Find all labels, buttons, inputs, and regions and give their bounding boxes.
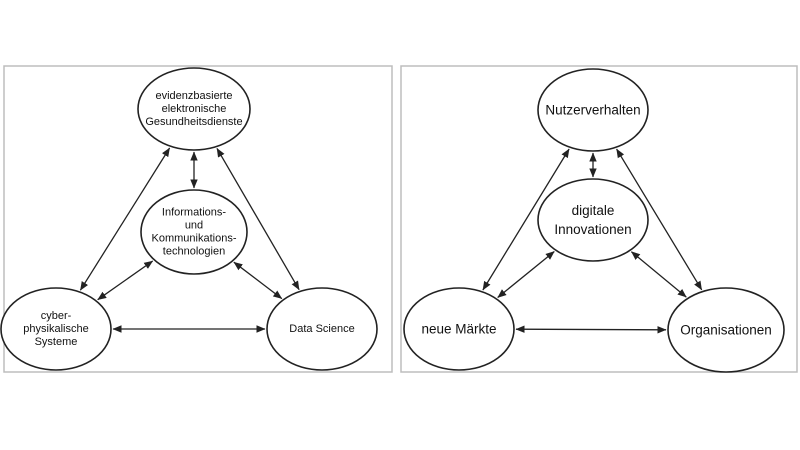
node-label-line: digitale — [572, 203, 615, 218]
node-label-line: Nutzerverhalten — [545, 103, 640, 118]
node-ellipse — [266, 287, 378, 371]
node-label-line: neue Märkte — [421, 322, 496, 337]
node-right: Data Science — [266, 287, 378, 371]
node-ellipse — [667, 287, 785, 373]
edge-top-right — [216, 147, 300, 291]
node-ellipse — [537, 68, 649, 152]
node-label-line: Data Science — [289, 323, 354, 335]
node-ellipse — [0, 287, 112, 371]
edge-center-left — [97, 260, 154, 301]
node-label-line: technologien — [163, 246, 225, 258]
node-label-line: cyber- — [41, 310, 72, 322]
node-label-line: Organisationen — [680, 323, 772, 338]
node-label-line: evidenzbasierte — [155, 90, 232, 102]
node-label-line: und — [185, 220, 203, 232]
edge-center-right — [233, 261, 283, 300]
node-label-line: Innovationen — [554, 222, 631, 237]
edge-group — [79, 147, 300, 333]
diagram-panel-1: evidenzbasierteelektronischeGesundheitsd… — [0, 65, 393, 373]
edge-top-left — [482, 148, 570, 291]
node-right: Organisationen — [667, 287, 785, 373]
node-left: neue Märkte — [403, 287, 515, 371]
node-label-line: elektronische — [162, 103, 227, 115]
panels-layer: evidenzbasierteelektronischeGesundheitsd… — [0, 65, 798, 373]
edge-group — [482, 148, 703, 334]
edge-left-right — [515, 325, 667, 334]
node-top: Nutzerverhalten — [537, 68, 649, 152]
edge-top-right — [616, 148, 703, 291]
node-label-line: physikalische — [23, 323, 88, 335]
node-ellipse — [137, 67, 251, 151]
node-top: evidenzbasierteelektronischeGesundheitsd… — [137, 67, 251, 151]
edge-center-right — [630, 251, 687, 298]
node-ellipse — [140, 189, 248, 275]
node-center: Informations-undKommunikations-technolog… — [140, 189, 248, 275]
node-label-line: Kommunikations- — [152, 233, 237, 245]
node-label-line: Gesundheitsdienste — [145, 116, 242, 128]
node-ellipse — [403, 287, 515, 371]
node-label-line: Informations- — [162, 207, 227, 219]
edge-top-left — [79, 147, 171, 291]
node-label-line: Systeme — [35, 336, 78, 348]
node-ellipse — [537, 178, 649, 262]
node-group: evidenzbasierteelektronischeGesundheitsd… — [0, 67, 378, 371]
edge-center-left — [497, 250, 555, 299]
